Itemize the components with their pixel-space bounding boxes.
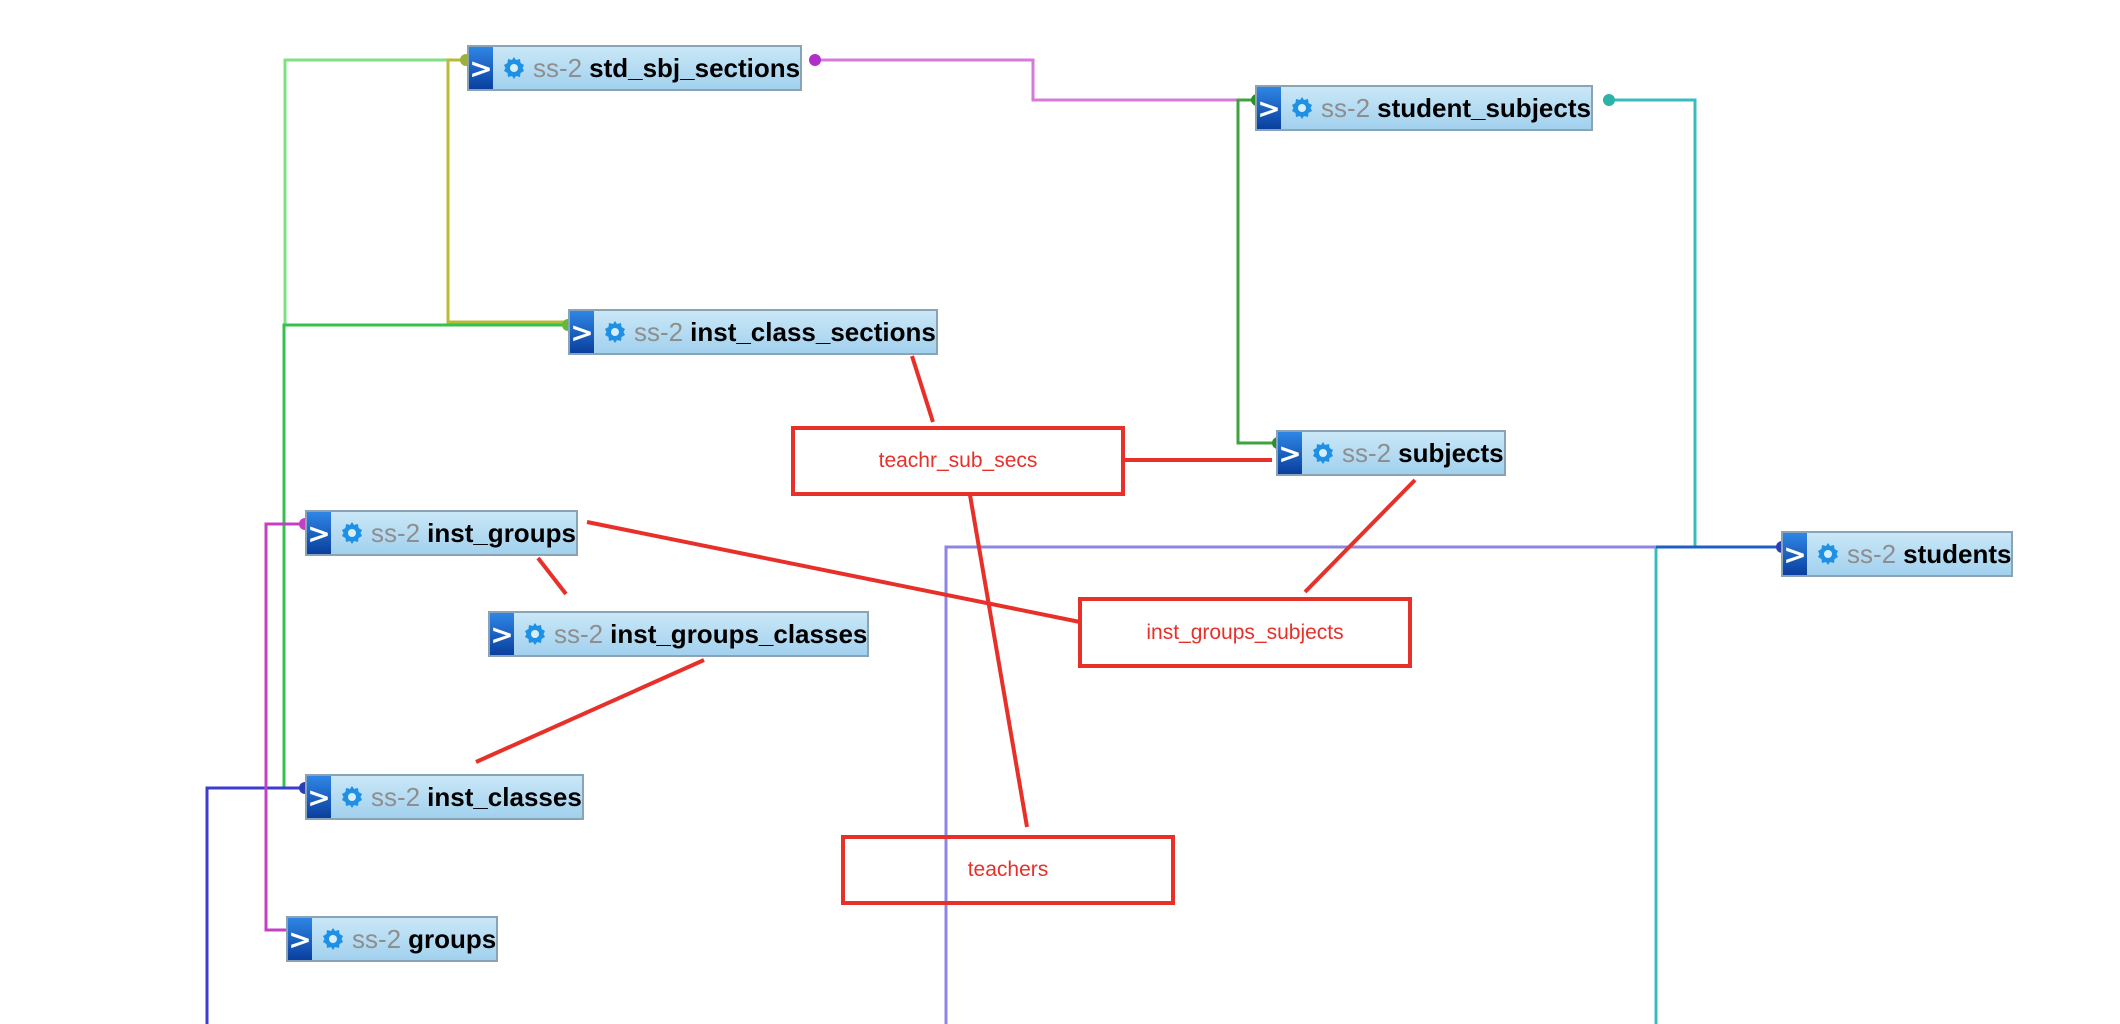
expand-toggle-icon[interactable]: > — [469, 47, 493, 89]
connector-std-sbj-sections-student-subjects — [812, 58, 1252, 102]
table-node-std-sbj-sections[interactable]: > ss-2 std_sbj_sections — [467, 45, 803, 91]
table-schema-label: ss-2 — [533, 52, 583, 83]
expand-toggle-icon[interactable]: > — [1783, 533, 1807, 575]
table-schema-label: ss-2 — [1321, 92, 1371, 123]
annotation-line — [536, 556, 568, 596]
gear-icon[interactable] — [522, 621, 548, 647]
table-name-label: inst_classes — [427, 781, 582, 812]
annotation-label: teachers — [967, 858, 1049, 881]
table-name-label: students — [1903, 538, 2012, 569]
annotation-box-teachr-sub-secs: teachr_sub_secs — [791, 426, 1125, 496]
table-name-label: groups — [408, 923, 497, 954]
connector-inst-class-sections-inst-classes — [282, 323, 568, 790]
connector-students-left-down — [944, 545, 1781, 1024]
expand-toggle-icon[interactable]: > — [570, 311, 594, 353]
table-node-students[interactable]: > ss-2 students — [1781, 531, 2014, 577]
expand-toggle-icon[interactable]: > — [307, 512, 331, 554]
table-name-label: student_subjects — [1377, 92, 1591, 123]
annotation-line — [1303, 478, 1417, 594]
gear-icon[interactable] — [1289, 95, 1315, 121]
table-node-subjects[interactable]: > ss-2 subjects — [1276, 430, 1506, 476]
annotation-label: teachr_sub_secs — [878, 449, 1038, 472]
annotation-line — [910, 355, 935, 423]
annotation-line — [586, 520, 1081, 624]
expand-toggle-icon[interactable]: > — [307, 776, 331, 818]
table-name-label: subjects — [1398, 437, 1504, 468]
table-name-label: inst_class_sections — [690, 316, 936, 347]
expand-toggle-icon[interactable]: > — [1257, 87, 1281, 129]
connector-dot — [1603, 94, 1615, 106]
table-name-label: inst_groups — [427, 517, 576, 548]
annotation-box-teachers: teachers — [841, 835, 1175, 905]
connector-student-subjects-subjects — [1236, 98, 1277, 445]
annotation-box-inst-groups-subjects: inst_groups_subjects — [1078, 597, 1412, 668]
gear-icon[interactable] — [339, 784, 365, 810]
table-schema-label: ss-2 — [371, 517, 421, 548]
table-schema-label: ss-2 — [1342, 437, 1392, 468]
annotation-lines — [475, 355, 1417, 828]
connector-std-sbj-sections-left — [283, 58, 466, 325]
table-schema-label: ss-2 — [371, 781, 421, 812]
expand-toggle-icon[interactable]: > — [1278, 432, 1302, 474]
annotation-label: inst_groups_subjects — [1146, 620, 1344, 644]
table-node-groups[interactable]: > ss-2 groups — [286, 916, 499, 962]
connector-dot — [809, 54, 821, 66]
table-schema-label: ss-2 — [352, 923, 402, 954]
annotation-line — [475, 658, 705, 764]
connector-inst-groups-groups — [264, 522, 305, 932]
gear-icon[interactable] — [320, 926, 346, 952]
gear-icon[interactable] — [1815, 541, 1841, 567]
connector-inst-classes-down — [205, 786, 305, 1024]
connector-student-subjects-students — [1606, 98, 1781, 549]
table-name-label: inst_groups_classes — [610, 618, 868, 649]
gear-icon[interactable] — [1310, 440, 1336, 466]
expand-toggle-icon[interactable]: > — [490, 613, 514, 655]
table-node-student-subjects[interactable]: > ss-2 student_subjects — [1255, 85, 1593, 131]
gear-icon[interactable] — [602, 319, 628, 345]
table-node-inst-groups[interactable]: > ss-2 inst_groups — [305, 510, 578, 556]
gear-icon[interactable] — [501, 55, 527, 81]
table-node-inst-groups-classes[interactable]: > ss-2 inst_groups_classes — [488, 611, 870, 657]
annotation-line — [968, 494, 1029, 828]
table-node-inst-class-sections[interactable]: > ss-2 inst_class_sections — [568, 309, 938, 355]
table-node-inst-classes[interactable]: > ss-2 inst_classes — [305, 774, 584, 820]
gear-icon[interactable] — [339, 520, 365, 546]
table-schema-label: ss-2 — [554, 618, 604, 649]
table-name-label: std_sbj_sections — [589, 52, 801, 83]
expand-toggle-icon[interactable]: > — [288, 918, 312, 960]
connector-std-sbj-sections-inst-class-sections — [446, 58, 568, 324]
table-schema-label: ss-2 — [1847, 538, 1897, 569]
table-schema-label: ss-2 — [634, 316, 684, 347]
